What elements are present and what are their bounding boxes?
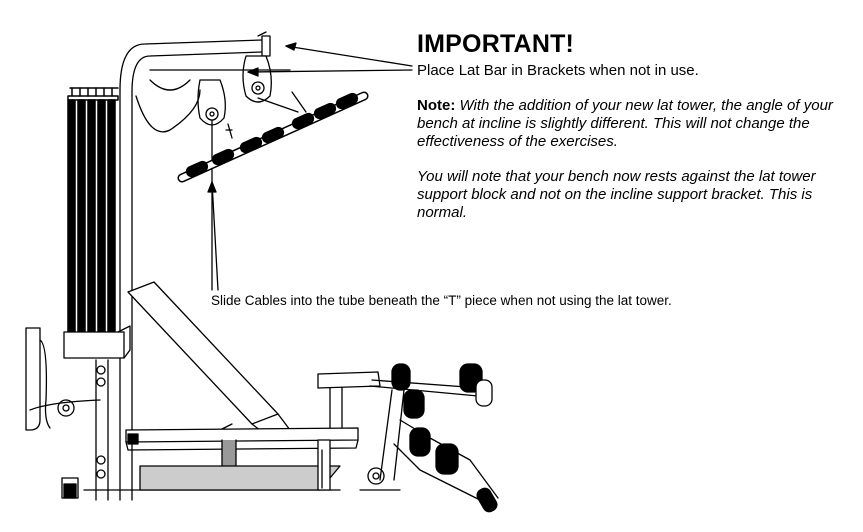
- leg-developer: [317, 363, 499, 513]
- cable-callout: Slide Cables into the tube beneath the “…: [211, 293, 672, 308]
- note-paragraph: Note: With the addition of your new lat …: [417, 97, 837, 151]
- lat-bar-instruction: Place Lat Bar in Brackets when not in us…: [417, 62, 699, 79]
- lat-bar: [177, 91, 369, 183]
- important-heading: IMPORTANT!: [417, 30, 575, 58]
- note-label: Note:: [417, 97, 456, 114]
- callout-arrows: [207, 42, 413, 291]
- bench-note-paragraph: You will note that your bench now rests …: [417, 168, 816, 221]
- floor-caster: [61, 477, 79, 499]
- lat-tower: [63, 31, 341, 501]
- left-frame-outline: [25, 327, 101, 431]
- pulleys: [135, 55, 291, 291]
- power-rods: [67, 87, 119, 333]
- note-text: With the addition of your new lat tower,…: [417, 97, 833, 150]
- bench-seat: [125, 427, 359, 491]
